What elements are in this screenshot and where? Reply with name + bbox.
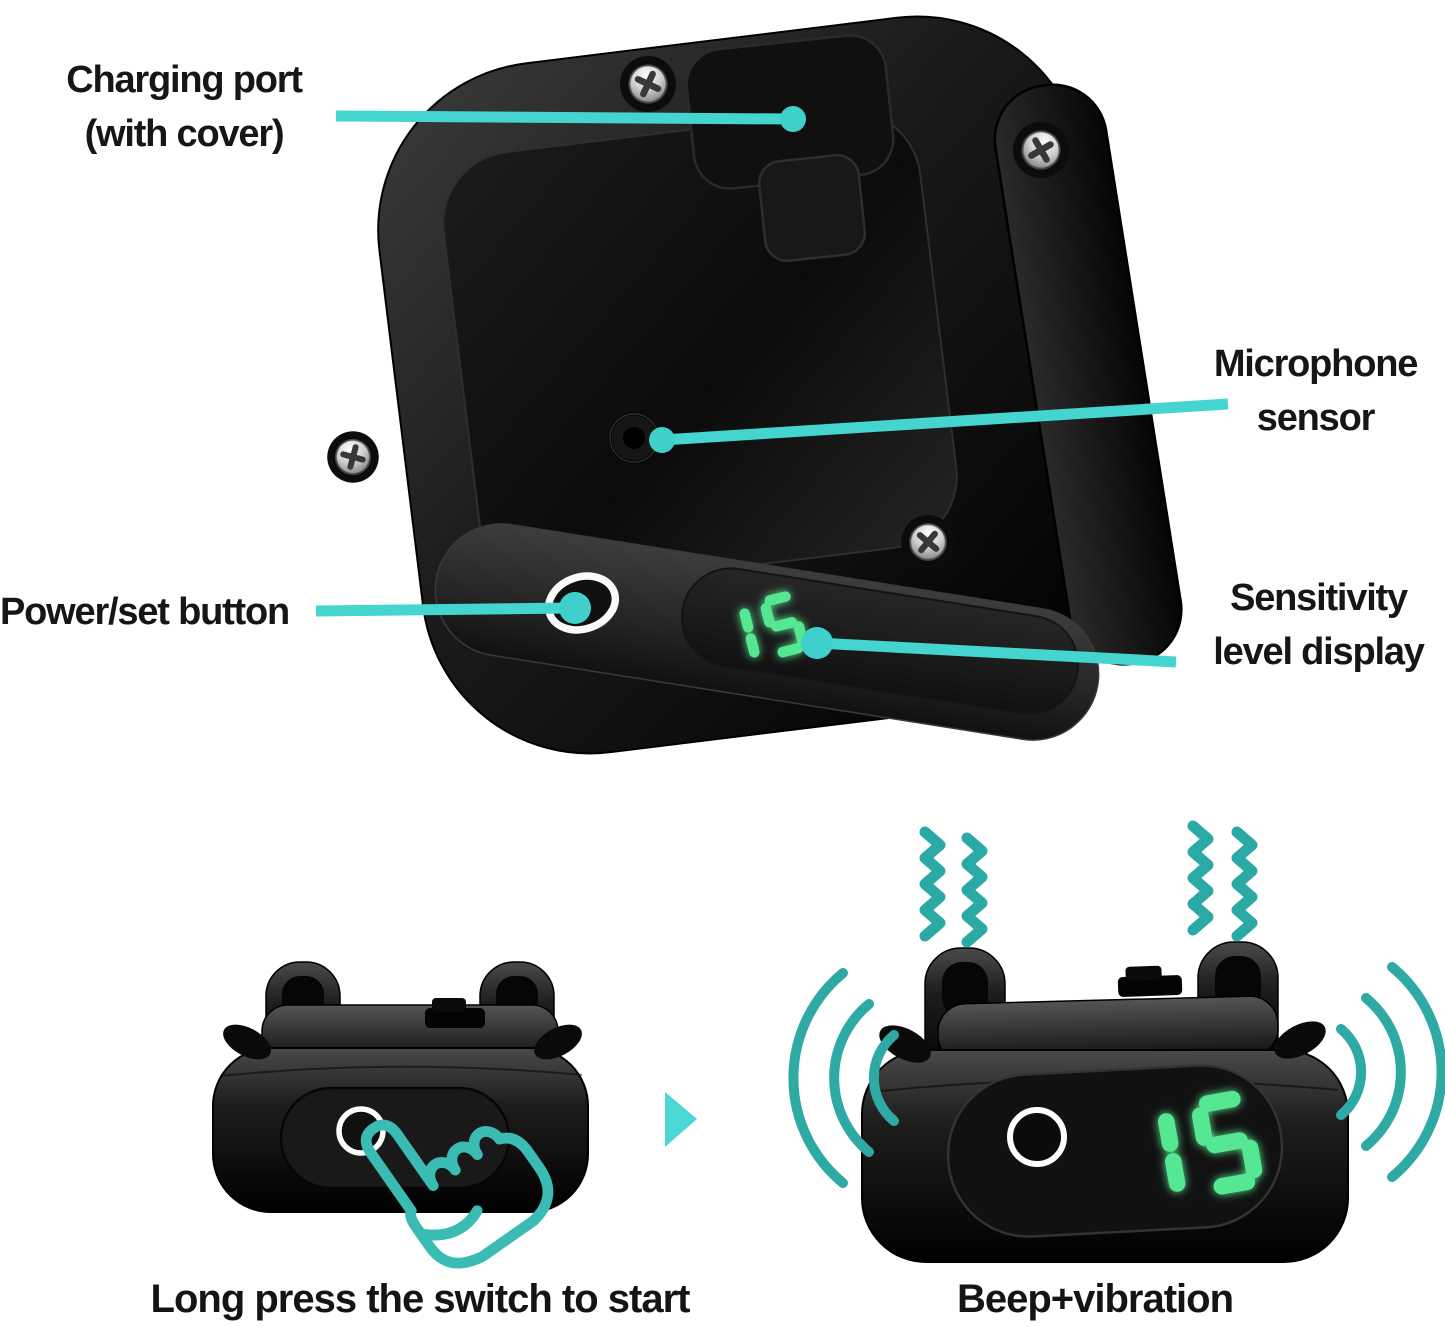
annotation-line-sensitivity (816, 637, 1177, 668)
microphone-label: Microphone sensor (1198, 338, 1433, 446)
step1-caption: Long press the switch to start (150, 1277, 691, 1321)
charging-port-label-line2: (with cover) (84, 112, 285, 155)
charging-port-label-line1: Charging port (66, 59, 303, 101)
annotation-dot-microphone (649, 427, 675, 453)
power-button (336, 1106, 386, 1156)
top-switch (1117, 965, 1183, 997)
power-button (1007, 1107, 1067, 1167)
front-panel (946, 1064, 1284, 1238)
sensitivity-label: Sensitivity level display (1196, 572, 1441, 680)
annotation-line-microphone (661, 398, 1229, 446)
step1-device (212, 961, 589, 1269)
next-arrow-icon (665, 1092, 697, 1147)
microphone-label-line1: Microphone (1213, 343, 1419, 385)
annotation-lines (315, 110, 1229, 668)
sound-wave-icon (788, 962, 1445, 1188)
step2-caption: Beep+vibration (956, 1277, 1234, 1321)
annotation-dot-sensitivity (801, 627, 833, 659)
microphone-label-line2: sensor (1256, 396, 1376, 439)
charging-port-label: Charging port (with cover) (38, 54, 330, 162)
cover-tab (757, 153, 867, 263)
sensitivity-label-line2: level display (1213, 630, 1425, 673)
power-button-label-line1: Power/set button (0, 591, 290, 633)
sensitivity-label-line1: Sensitivity (1230, 577, 1408, 619)
annotation-line-charging-port (335, 110, 792, 125)
annotation-dot-power-button (559, 592, 591, 624)
annotation-dots (559, 106, 833, 659)
vibration-icon (919, 820, 1258, 948)
recessed-panel (442, 109, 958, 591)
step2-device (788, 820, 1445, 1263)
power-button-label: Power/set button (0, 586, 316, 640)
annotation-dot-charging-port (780, 106, 806, 132)
annotation-line-power-button (315, 602, 575, 617)
screw-icon (321, 425, 384, 488)
tap-hand-icon (360, 1119, 554, 1269)
top-switch (425, 998, 485, 1028)
